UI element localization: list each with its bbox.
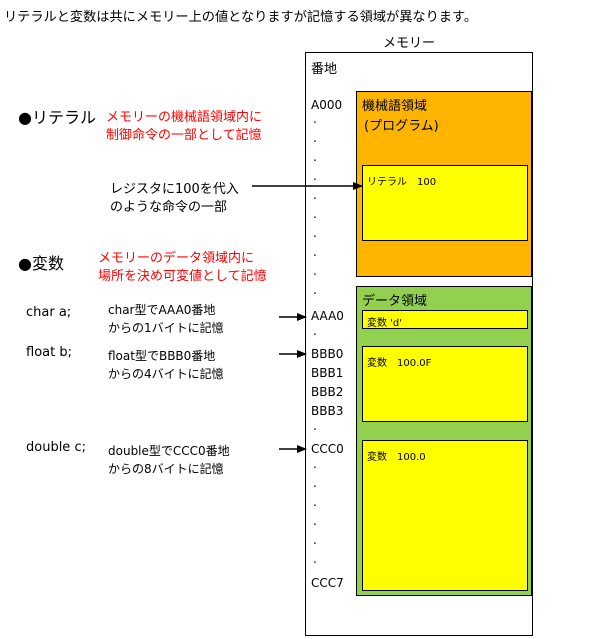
- address-bbb1: BBB1: [311, 366, 344, 380]
- address-ellipsis: .: [313, 131, 317, 145]
- address-ellipsis: .: [313, 150, 317, 164]
- literal-note-line1: メモリーの機械語領域内に: [106, 110, 263, 125]
- declaration-desc-float-line1: float型でBBB0番地: [108, 349, 216, 363]
- address-ellipsis: .: [313, 476, 317, 490]
- declaration-desc-float-line2: からの4バイトに記憶: [108, 367, 224, 381]
- address-ellipsis: .: [313, 188, 317, 202]
- address-ellipsis: .: [313, 324, 317, 338]
- address-ccc7: CCC7: [311, 576, 344, 590]
- literal-example-line1: レジスタに100を代入: [110, 182, 239, 197]
- address-ellipsis: .: [313, 169, 317, 183]
- variable-heading: ●変数: [18, 254, 64, 273]
- address-ellipsis: .: [313, 514, 317, 528]
- address-ellipsis: .: [313, 245, 317, 259]
- address-a000: A000: [311, 98, 343, 112]
- variable-note-line2: 場所を決め可変値として記憶: [98, 269, 267, 284]
- literal-cell: [362, 165, 528, 241]
- address-ellipsis: .: [313, 283, 317, 297]
- page-title: リテラルと変数は共にメモリー上の値となりますが記憶する領域が異なります。: [4, 10, 478, 25]
- declaration-desc-char-line1: char型でAAA0番地: [108, 303, 216, 317]
- address-bbb3: BBB3: [311, 404, 344, 418]
- address-ellipsis: .: [313, 457, 317, 471]
- literal-note-line2: 制御命令の一部として記憶: [106, 128, 262, 143]
- variable-b-text: 変数 100.0F: [367, 358, 432, 369]
- address-bbb0: BBB0: [311, 347, 344, 361]
- variable-a-cell: [362, 310, 528, 329]
- literal-example-line2: のような命令の一部: [110, 200, 228, 215]
- machine-code-area-subtitle: (プログラム): [364, 119, 439, 134]
- address-ellipsis: .: [313, 264, 317, 278]
- declaration-code-float: float b;: [26, 345, 72, 360]
- literal-heading: ●リテラル: [18, 108, 96, 127]
- variable-b-cell: [362, 346, 528, 422]
- address-ellipsis: .: [313, 419, 317, 433]
- declaration-desc-char-line2: からの1バイトに記憶: [108, 321, 224, 335]
- declaration-desc-double-line1: double型でCCC0番地: [108, 444, 230, 458]
- address-ellipsis: .: [313, 207, 317, 221]
- address-bbb2: BBB2: [311, 385, 344, 399]
- address-aaa0: AAA0: [311, 309, 344, 323]
- variable-c-text: 変数 100.0: [367, 452, 426, 463]
- machine-code-area-title: 機械語領域: [362, 99, 428, 114]
- address-ccc0: CCC0: [311, 442, 344, 456]
- literal-cell-text: リテラル 100: [367, 177, 437, 188]
- data-area-title: データ領域: [362, 294, 428, 309]
- memory-label: メモリー: [383, 36, 436, 51]
- address-ellipsis: .: [313, 112, 317, 126]
- declaration-code-double: double c;: [26, 440, 86, 455]
- address-ellipsis: .: [313, 226, 317, 240]
- variable-note-line1: メモリーのデータ領域内に: [98, 251, 255, 266]
- declaration-code-char: char a;: [26, 305, 72, 320]
- address-ellipsis: .: [313, 533, 317, 547]
- declaration-desc-double-line2: からの8バイトに記憶: [108, 462, 224, 476]
- variable-c-cell: [362, 440, 528, 591]
- variable-a-text: 変数 'd': [367, 318, 403, 329]
- address-ellipsis: .: [313, 552, 317, 566]
- address-header: 番地: [311, 62, 338, 77]
- address-ellipsis: .: [313, 495, 317, 509]
